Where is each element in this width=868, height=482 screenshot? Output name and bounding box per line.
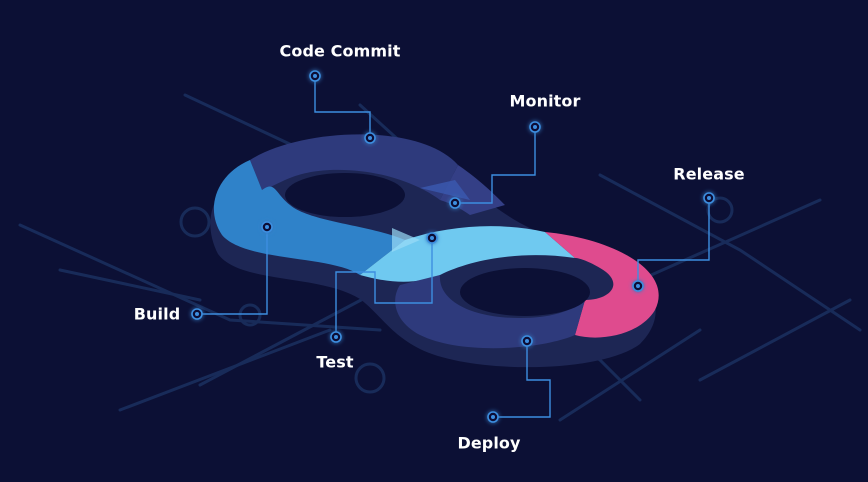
infinity-top bbox=[213, 134, 659, 349]
label-code-commit: Code Commit bbox=[279, 41, 401, 61]
label-release: Release bbox=[673, 164, 745, 184]
connector-lines bbox=[197, 76, 710, 418]
connector-dots bbox=[191, 70, 715, 423]
label-deploy: Deploy bbox=[457, 433, 521, 453]
label-monitor: Monitor bbox=[509, 91, 581, 111]
label-test: Test bbox=[316, 352, 354, 372]
label-build: Build bbox=[133, 304, 181, 324]
